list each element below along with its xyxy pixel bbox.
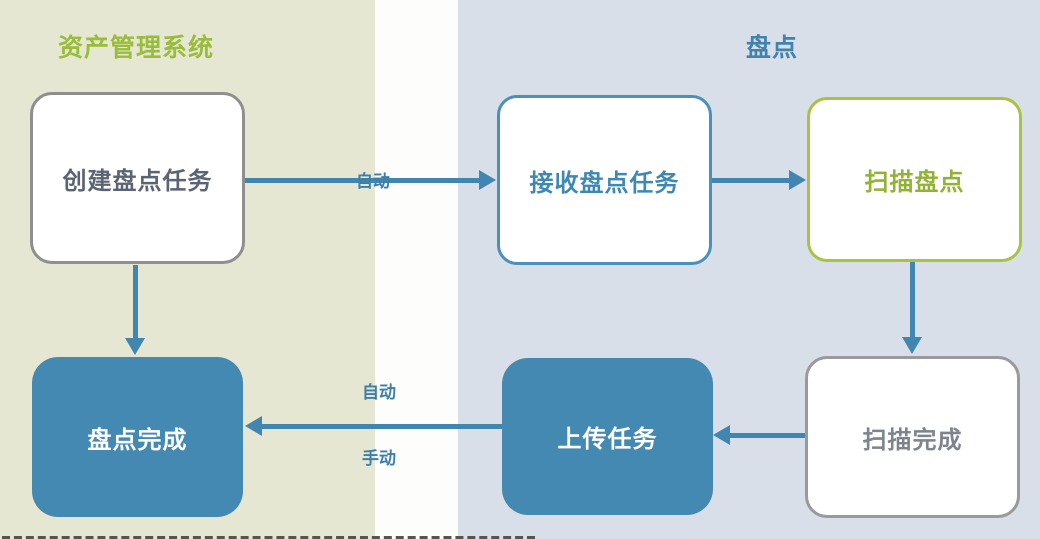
- node-receive-task[interactable]: 接收盘点任务: [497, 95, 712, 265]
- arrowhead-left-icon: [245, 416, 262, 436]
- section-title-inventory: 盘点: [746, 34, 799, 62]
- arrowhead-left-icon: [713, 425, 730, 445]
- arrowhead-down-icon: [125, 338, 145, 355]
- node-create-task-label: 创建盘点任务: [62, 167, 213, 195]
- arrowhead-down-icon: [902, 337, 922, 354]
- arrow-line: [910, 262, 915, 338]
- node-create-task[interactable]: 创建盘点任务: [30, 92, 245, 264]
- arrow-line: [262, 424, 502, 429]
- node-scan-inventory[interactable]: 扫描盘点: [807, 97, 1022, 262]
- node-scan-done[interactable]: 扫描完成: [805, 356, 1020, 518]
- arrowhead-right-icon: [479, 170, 496, 190]
- node-inventory-done[interactable]: 盘点完成: [32, 357, 243, 517]
- node-upload-task[interactable]: 上传任务: [502, 358, 713, 515]
- edge-label-auto-bottom: 自动: [362, 383, 396, 402]
- arrow-line: [133, 265, 138, 339]
- arrow-line: [712, 178, 790, 183]
- node-scan-inventory-label: 扫描盘点: [864, 169, 965, 196]
- node-scan-done-label: 扫描完成: [862, 426, 963, 454]
- edge-label-auto-top: 自动: [356, 172, 390, 191]
- node-upload-task-label: 上传任务: [557, 426, 658, 453]
- arrow-line: [245, 178, 480, 183]
- bottom-dashed-line: [2, 536, 535, 539]
- arrowhead-right-icon: [789, 170, 806, 190]
- section-title-asset-management: 资产管理系统: [58, 34, 215, 62]
- edge-label-manual: 手动: [362, 449, 396, 468]
- node-receive-task-label: 接收盘点任务: [529, 169, 680, 197]
- node-inventory-done-label: 盘点完成: [87, 426, 188, 454]
- arrow-line: [730, 433, 805, 438]
